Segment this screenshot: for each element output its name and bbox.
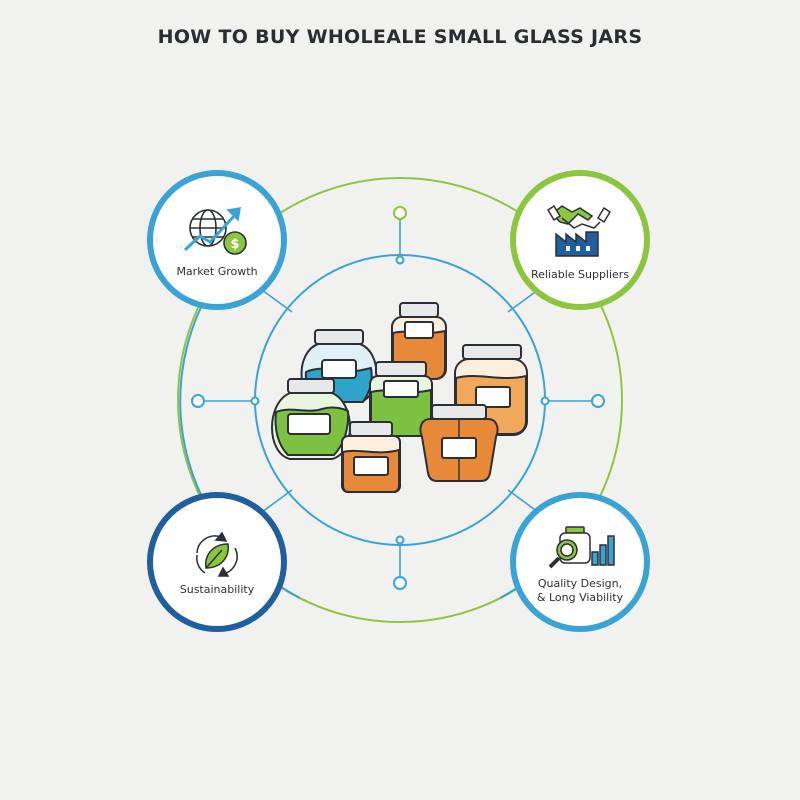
handshake-factory-icon	[546, 204, 612, 257]
quality-design-label-line1: Quality Design,	[537, 577, 623, 590]
node-sustainability	[147, 492, 287, 632]
jar-orange-front	[341, 421, 401, 493]
sustainability-label: Sustainability	[179, 583, 255, 596]
svg-text:$: $	[230, 237, 239, 252]
outer-ring	[177, 177, 623, 623]
node-quality-design	[510, 492, 650, 632]
jar-orange-front-right	[419, 404, 499, 482]
quality-design-label: Quality Design, & Long Viability	[513, 577, 647, 605]
reliable-suppliers-label: Reliable Suppliers	[530, 268, 630, 281]
node-reliable-suppliers	[510, 170, 650, 310]
leaf-recycle-icon	[196, 531, 238, 577]
glass-jars-cluster-icon	[271, 302, 528, 493]
market-growth-label: Market Growth	[176, 265, 258, 278]
connector-lines	[205, 220, 592, 578]
quality-design-label-line2: & Long Viability	[536, 591, 624, 604]
page-title: HOW TO BUY WHOLEALE SMALL GLASS JARS	[157, 26, 643, 48]
globe-growth-dollar-icon: $	[183, 207, 247, 255]
connector-dots	[191, 206, 605, 590]
node-market-growth: $	[147, 170, 287, 310]
magnifier-jar-chart-icon	[548, 526, 615, 569]
jar-green-round	[271, 378, 351, 460]
